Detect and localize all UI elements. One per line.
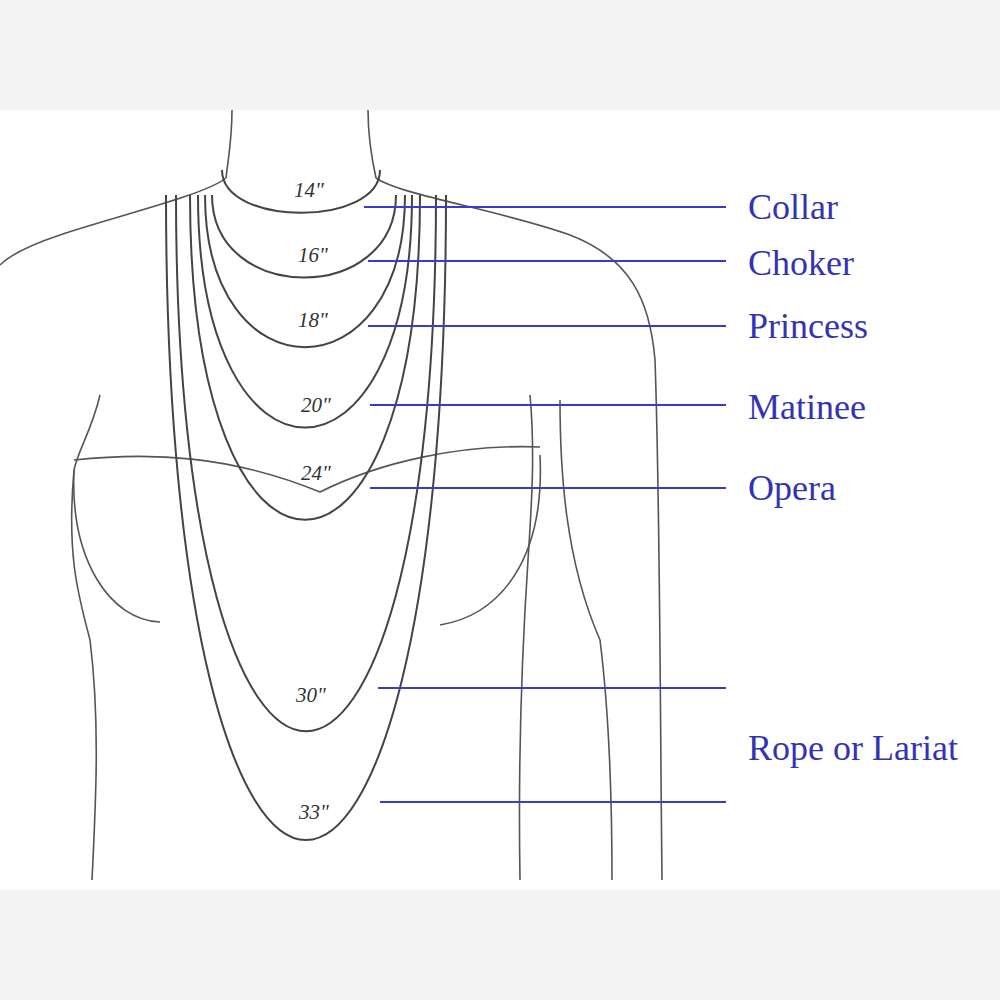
- length-label: 24": [301, 461, 331, 486]
- style-name: Princess: [748, 305, 868, 347]
- necklace-24: [190, 195, 420, 520]
- white-panel: [0, 110, 1000, 890]
- neckline: [74, 447, 540, 492]
- torso-right: [560, 400, 612, 880]
- leader-line: [380, 801, 726, 803]
- neck-left: [226, 110, 232, 178]
- necklace-14: [222, 170, 380, 213]
- necklace-20: [198, 195, 412, 428]
- style-name: Rope or Lariat: [748, 727, 958, 769]
- shoulder-right-arm: [376, 178, 662, 880]
- leader-line: [378, 687, 726, 689]
- length-label: 16": [298, 243, 328, 268]
- length-label: 33": [299, 800, 329, 825]
- necklace-33: [166, 195, 446, 840]
- necklace-curves: [166, 170, 446, 840]
- length-label: 18": [298, 308, 328, 333]
- neck-right: [368, 110, 376, 178]
- length-label: 14": [294, 178, 324, 203]
- bust-left: [74, 470, 160, 622]
- leader-line: [370, 487, 726, 489]
- style-name: Matinee: [748, 386, 866, 428]
- leader-line: [370, 404, 726, 406]
- bust-right: [440, 455, 540, 625]
- torso-left: [72, 395, 100, 880]
- necklace-18: [205, 195, 405, 347]
- body-outline: [0, 110, 662, 880]
- leader-line: [368, 260, 726, 262]
- length-label: 30": [296, 683, 326, 708]
- length-label: 20": [301, 393, 331, 418]
- style-name: Opera: [748, 467, 836, 509]
- style-name: Collar: [748, 186, 838, 228]
- leader-line: [364, 206, 726, 208]
- leader-line: [368, 325, 726, 327]
- inner-arm-right: [519, 395, 532, 880]
- style-name: Choker: [748, 242, 854, 284]
- leader-lines: [364, 207, 726, 802]
- necklace-30: [176, 195, 436, 731]
